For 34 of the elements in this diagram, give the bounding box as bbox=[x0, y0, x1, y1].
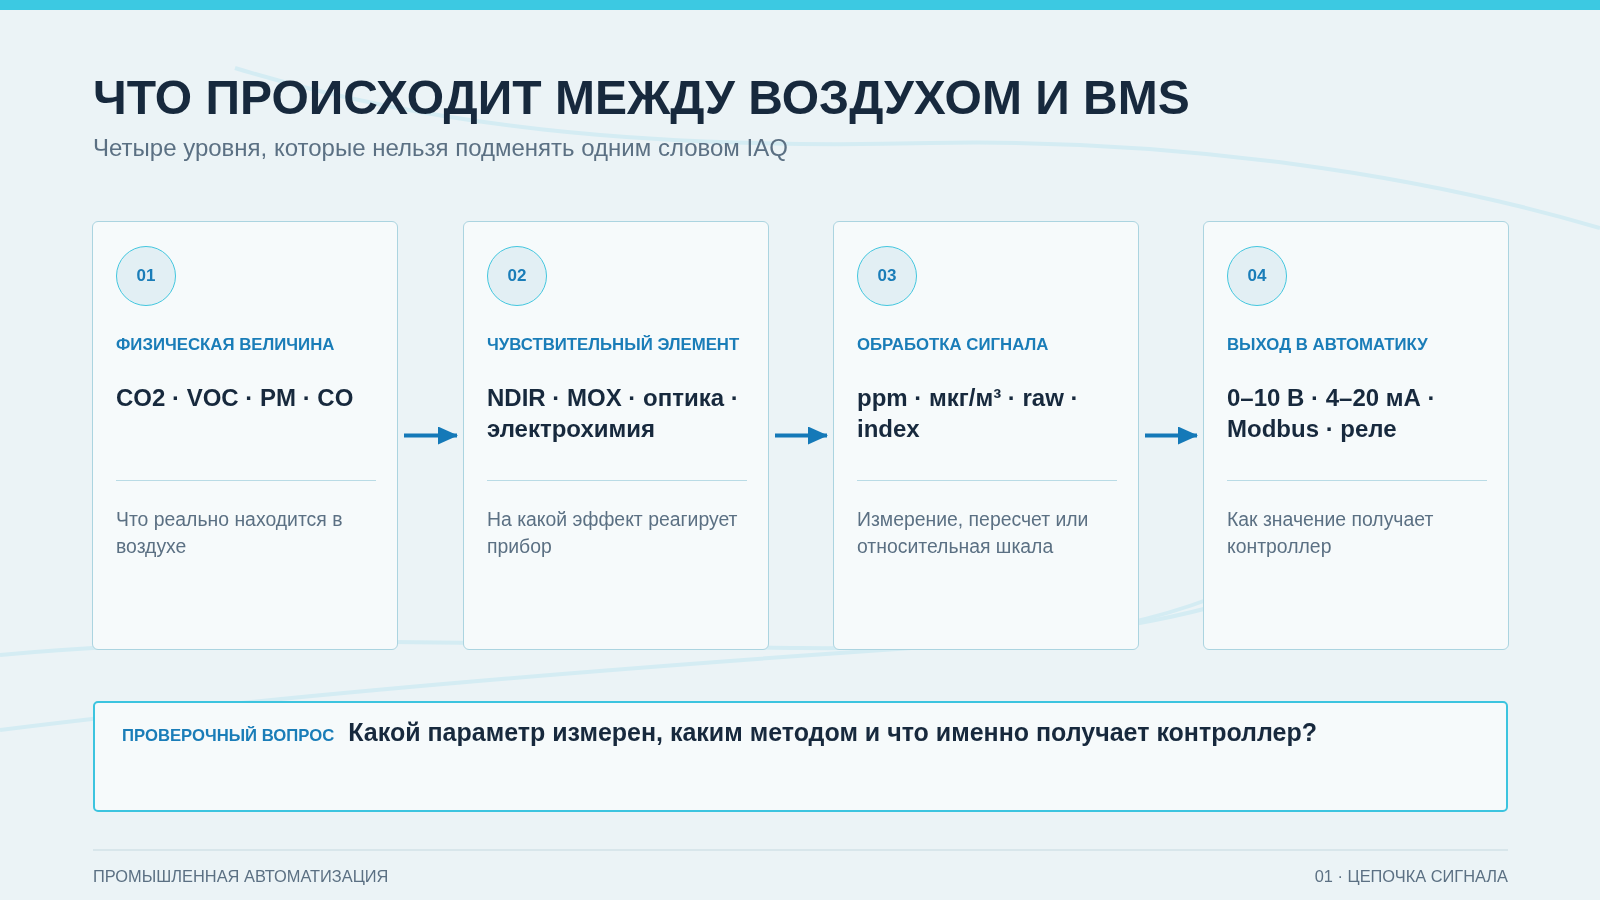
stage-description: Измерение, пересчет или относительная шкала bbox=[857, 507, 1090, 559]
slide-tag: 01 · ЦЕПОЧКА СИГНАЛА bbox=[1314, 866, 1508, 886]
stage-description: На какой эффект реагирует прибор bbox=[487, 507, 739, 559]
stage-heading: ЧУВСТВИТЕЛЬНЫЙ ЭЛЕМЕНТ bbox=[487, 335, 740, 355]
question-panel bbox=[93, 701, 1508, 812]
step-number: 01 bbox=[136, 266, 156, 286]
stage-values: CO2 · VOC · PM · CO bbox=[116, 383, 355, 413]
stage-description: Как значение получает контроллер bbox=[1227, 507, 1435, 559]
stage-values: 0–10 В · 4–20 мА · Modbus · реле bbox=[1227, 383, 1437, 444]
step-number: 03 bbox=[877, 266, 897, 286]
subtitle: Четыре уровня, которые нельзя подменять одним словом IAQ bbox=[93, 134, 788, 162]
step-number-circle bbox=[1227, 246, 1287, 306]
stage-heading: ОБРАБОТКА СИГНАЛА bbox=[857, 335, 1049, 355]
stage-card bbox=[92, 221, 398, 650]
question-text: Какой параметр измерен, каким методом и что именно получает контроллер? bbox=[348, 718, 1317, 747]
footer-tagline: ПРОМЫШЛЕННАЯ АВТОМАТИЗАЦИЯ bbox=[93, 866, 389, 886]
stage-card bbox=[1203, 221, 1509, 650]
flow-arrow bbox=[1145, 426, 1198, 445]
stage-description: Что реально находится в воздухе bbox=[116, 507, 344, 559]
stage-values: NDIR · MOX · оптика · электрохимия bbox=[487, 383, 740, 444]
step-number-circle bbox=[487, 246, 547, 306]
step-number-circle bbox=[116, 246, 176, 306]
step-number: 04 bbox=[1247, 266, 1267, 286]
slide-title: ЧТО ПРОИСХОДИТ МЕЖДУ ВОЗДУХОМ И BMS bbox=[93, 70, 1190, 126]
step-number-circle bbox=[857, 246, 917, 306]
flow-arrow bbox=[404, 426, 458, 445]
stage-heading: ФИЗИЧЕСКАЯ ВЕЛИЧИНА bbox=[116, 335, 335, 355]
panel-heading: ПРОВЕРОЧНЫЙ ВОПРОС bbox=[122, 726, 335, 746]
stage-values: ppm · мкг/м³ · raw · index bbox=[857, 383, 1080, 444]
stage-card bbox=[833, 221, 1139, 650]
step-number: 02 bbox=[507, 266, 527, 286]
flow-arrow bbox=[775, 426, 828, 445]
stage-card bbox=[463, 221, 769, 650]
stage-heading: ВЫХОД В АВТОМАТИКУ bbox=[1227, 335, 1428, 355]
